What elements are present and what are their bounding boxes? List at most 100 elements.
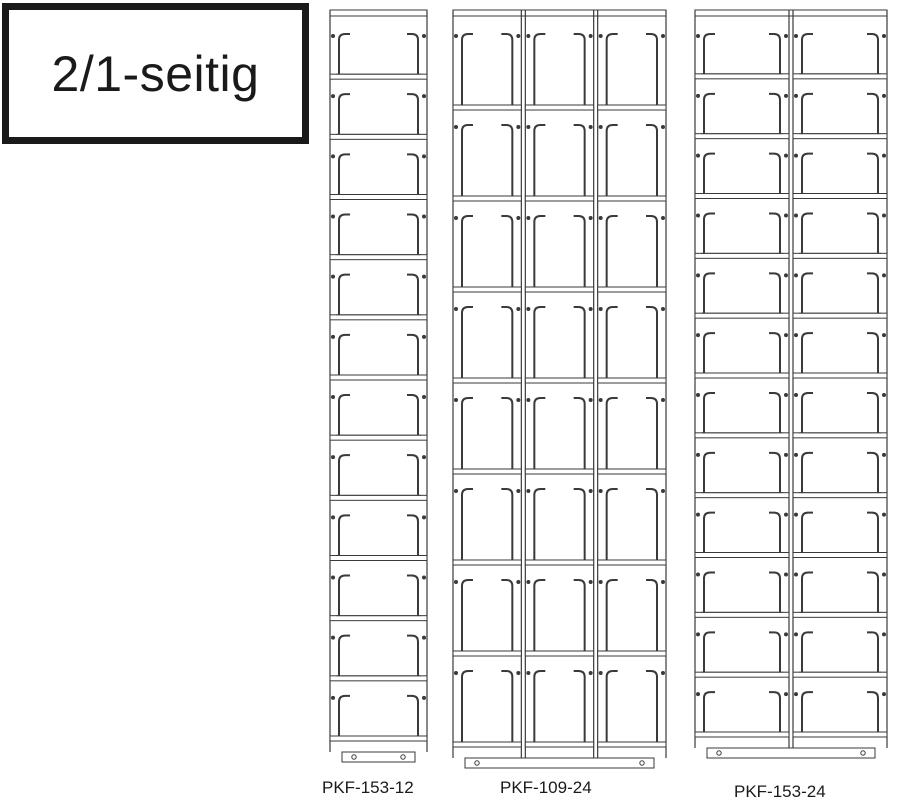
pocket-lip [694,611,790,618]
pocket-wire-left [605,124,618,196]
mount-knob [794,452,798,457]
pocket-wire-left [461,670,473,742]
pocket-wire-right [867,631,879,673]
mount-knob [331,274,335,279]
pocket-wire-right [407,273,419,315]
pocket [329,93,428,140]
pocket-wire-left [533,579,546,651]
pocket [329,213,428,261]
mount-knob [598,125,603,129]
mount-knob [882,572,886,577]
pocket-wire-left [461,579,473,651]
pocket-wire-right [867,272,879,314]
pocket-lip [329,374,428,381]
pocket [694,272,790,319]
base-screw [474,760,480,766]
pocket-lip [597,377,667,384]
pocket [329,514,428,561]
model-label-pkf-153-24: PKF-153-24 [734,782,826,801]
pocket-wire-right [407,93,419,135]
pocket-wire-right [646,397,658,469]
pocket-lip [329,675,428,682]
mount-knob [696,512,700,517]
mount-knob [422,575,426,580]
pocket [597,33,667,111]
mount-knob [422,455,426,460]
mount-knob [784,512,788,517]
pocket-wire-left [338,273,350,315]
pocket [452,579,522,657]
mount-knob [794,93,798,98]
pocket-wire-left [703,571,715,613]
pocket [452,124,522,202]
pocket-wire-left [703,451,715,493]
pocket-wire-left [338,153,350,195]
mount-knob [882,34,886,38]
mount-knob [661,580,665,584]
pocket-wire-right [646,579,658,651]
pocket-wire-right [573,215,586,287]
mount-knob [422,274,426,279]
mount-knob [784,452,788,457]
pocket-wire-left [338,33,350,75]
mount-knob [588,34,593,38]
pocket-wire-left [801,33,813,74]
mount-knob [598,398,603,402]
mount-knob [516,34,521,38]
pocket-wire-right [501,397,514,469]
pocket [792,631,888,678]
pocket-wire-right [407,454,419,496]
mount-knob [882,393,886,397]
pocket-lip [694,731,790,738]
pocket-lip [694,552,790,558]
mount-knob [454,580,458,584]
pocket-lip [524,286,595,293]
pocket-lip [694,372,790,379]
pocket-lip [329,735,428,742]
pocket-lip [694,671,790,678]
pocket [694,631,790,678]
pocket-wire-right [501,579,514,651]
mount-knob [422,34,426,38]
mount-knob [784,153,788,158]
mount-knob [588,307,593,311]
mount-knob [784,273,788,278]
mount-knob [526,580,531,584]
mount-knob [794,273,798,278]
pocket-wire-left [461,306,473,378]
pocket-wire-left [703,691,715,732]
pocket-wire-right [769,212,781,254]
mount-knob [598,307,603,311]
mount-knob [331,455,335,460]
pocket [792,451,888,499]
mount-knob [331,214,335,219]
pocket [694,33,790,80]
pocket-lip [329,314,428,321]
pocket-wire-left [605,579,618,651]
pocket-wire-right [867,332,879,373]
pocket-wire-right [769,451,781,493]
mount-knob [696,273,700,278]
pocket-wire-right [646,124,658,196]
pocket-lip [792,73,888,80]
pocket-lip [329,133,428,140]
pocket-lip [792,133,888,140]
mount-knob [526,489,531,493]
pocket-wire-left [605,488,618,560]
pocket-wire-left [338,394,350,436]
pocket-lip [329,434,428,441]
pocket-wire-left [801,212,813,254]
pocket-wire-right [646,215,658,287]
pocket [329,634,428,682]
mount-knob [454,489,458,493]
mount-knob [882,93,886,98]
mount-knob [422,334,426,339]
pocket-wire-right [573,579,586,651]
pocket-lip [597,559,667,566]
pocket-wire-right [407,634,419,676]
pocket-lip [524,559,595,566]
mount-knob [588,580,593,584]
pocket [524,124,595,202]
pocket-wire-left [461,397,473,469]
pocket [329,694,428,742]
